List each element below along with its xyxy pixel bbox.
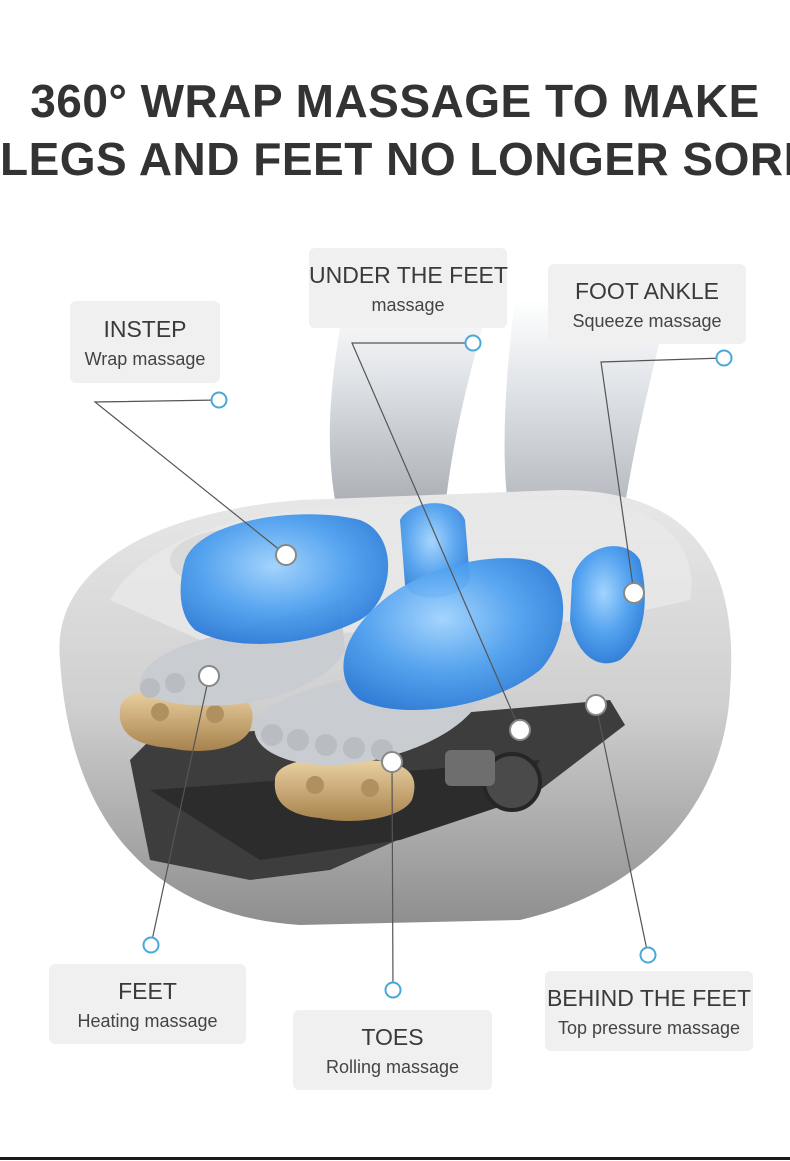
accent-rings: [142, 334, 733, 999]
legs: [329, 300, 670, 540]
callout-toes: TOES Rolling massage: [293, 1010, 492, 1090]
airbags: [180, 503, 645, 710]
leader-lines: [93, 342, 725, 991]
callout-feet-subtitle: Heating massage: [77, 1011, 218, 1031]
callout-under-the-feet-subtitle: massage: [371, 295, 445, 315]
callout-under-the-feet: UNDER THE FEET massage: [309, 248, 508, 328]
hotspot-markers: [198, 544, 645, 773]
headline: 360° WRAP MASSAGE TO MAKE LEGS AND FEET …: [0, 72, 790, 188]
callout-under-the-feet-title: UNDER THE FEET: [309, 262, 508, 288]
callout-toes-subtitle: Rolling massage: [325, 1057, 460, 1077]
callout-feet-title: FEET: [118, 978, 177, 1004]
bottom-divider: [0, 1157, 790, 1160]
callout-instep-subtitle: Wrap massage: [84, 349, 206, 369]
callout-instep: INSTEP Wrap massage: [70, 301, 220, 383]
callout-foot-ankle-title: FOOT ANKLE: [574, 278, 719, 304]
callout-foot-ankle-subtitle: Squeeze massage: [572, 311, 722, 331]
callout-toes-title: TOES: [361, 1024, 424, 1050]
massage-rollers: [119, 688, 415, 821]
callout-instep-title: INSTEP: [103, 316, 187, 342]
headline-line-1: 360° WRAP MASSAGE TO MAKE: [30, 75, 760, 127]
callout-behind-the-feet-title: BEHIND THE FEET: [546, 985, 752, 1011]
callout-foot-ankle: FOOT ANKLE Squeeze massage: [548, 264, 746, 344]
headline-line-2: LEGS AND FEET NO LONGER SORE: [0, 133, 790, 185]
callout-feet: FEET Heating massage: [49, 964, 246, 1044]
callout-behind-the-feet: BEHIND THE FEET Top pressure massage: [545, 971, 753, 1051]
callout-behind-the-feet-subtitle: Top pressure massage: [557, 1018, 741, 1038]
